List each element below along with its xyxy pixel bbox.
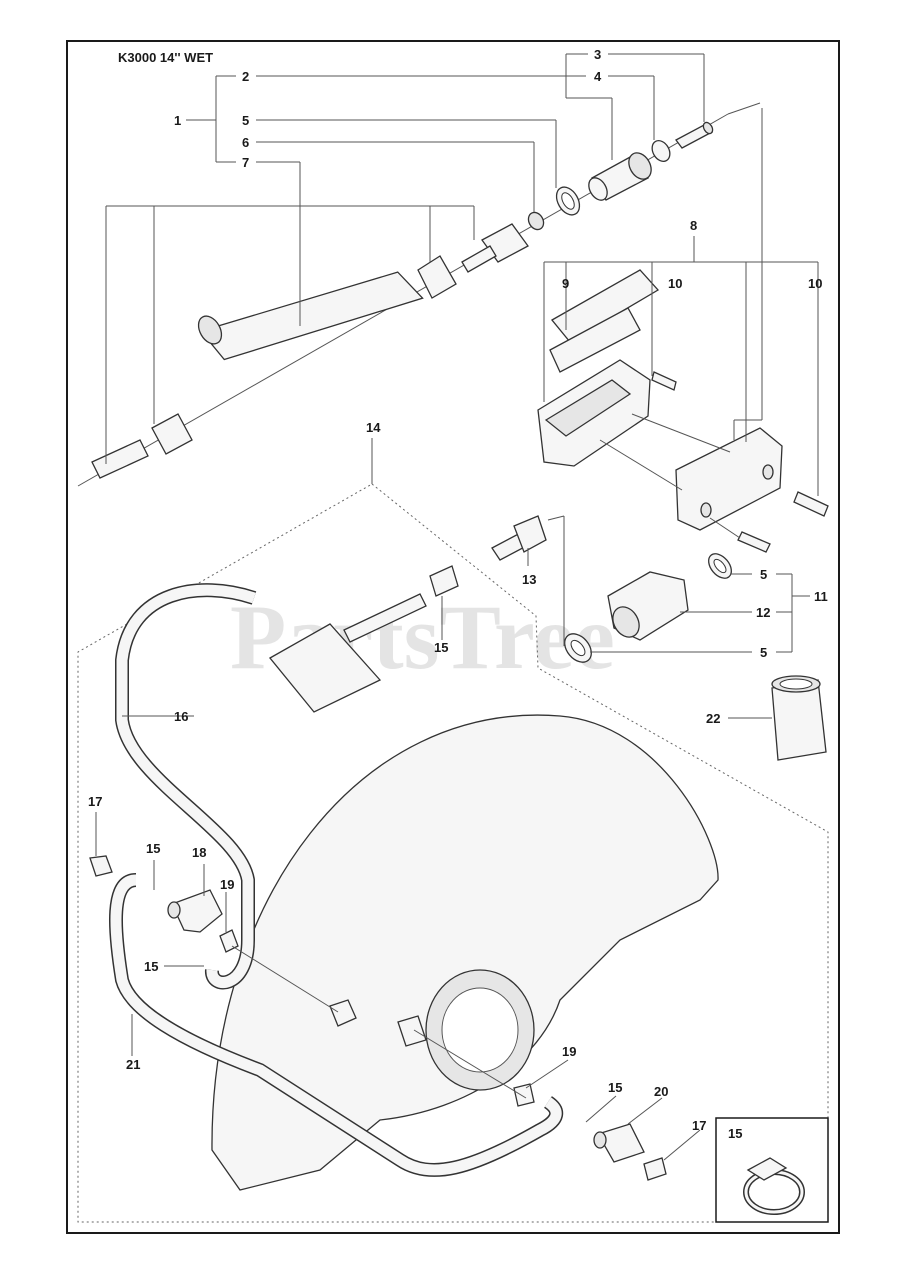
part-12-valve xyxy=(607,571,689,641)
callout-5: 5 xyxy=(242,113,249,128)
part-19-fitting-left xyxy=(219,929,239,953)
inset-label-15: 15 xyxy=(728,1126,742,1141)
callout-1: 1 xyxy=(174,113,181,128)
callout-5-c: 5 xyxy=(760,645,767,660)
callout-17-a: 17 xyxy=(88,794,102,809)
callout-13: 13 xyxy=(522,572,536,587)
callout-10-a: 10 xyxy=(668,276,682,291)
callout-19-a: 19 xyxy=(220,877,234,892)
callout-14: 14 xyxy=(366,420,381,435)
callout-10-b: 10 xyxy=(808,276,822,291)
part-15-clamp-top xyxy=(429,565,459,597)
callout-21: 21 xyxy=(126,1057,140,1072)
part-19-fitting-right xyxy=(513,1083,535,1107)
callout-15-d: 15 xyxy=(608,1080,622,1095)
part-13-nipple xyxy=(491,515,547,561)
nut-center xyxy=(397,1015,427,1047)
callout-17-b: 17 xyxy=(692,1118,706,1133)
part-17-screw-right xyxy=(643,1157,667,1181)
leader-lines-kit xyxy=(95,715,701,1161)
callout-16: 16 xyxy=(174,709,188,724)
hose-fitting-upper xyxy=(461,223,529,273)
callout-15-c: 15 xyxy=(144,959,158,974)
callout-12: 12 xyxy=(756,605,770,620)
callout-6: 6 xyxy=(242,135,249,150)
callout-18: 18 xyxy=(192,845,206,860)
section-line-tip xyxy=(727,102,761,115)
part-10-screw-a xyxy=(651,371,677,391)
leader-lines-upper xyxy=(105,53,705,464)
callout-8: 8 xyxy=(690,218,697,233)
part-20-elbow xyxy=(593,1123,645,1163)
nut-left xyxy=(329,999,357,1027)
part-18-tee xyxy=(167,889,223,933)
part-10-screw-b xyxy=(793,491,829,517)
callout-15-a: 15 xyxy=(434,640,448,655)
callout-5-b: 5 xyxy=(760,567,767,582)
callout-9: 9 xyxy=(562,276,569,291)
part-22-connector xyxy=(728,675,827,761)
callout-20: 20 xyxy=(654,1084,668,1099)
diagram-frame xyxy=(66,40,840,1234)
hose-sleeve-upper xyxy=(417,255,457,299)
callout-3: 3 xyxy=(594,47,601,62)
callout-2: 2 xyxy=(242,69,249,84)
part-8-cover xyxy=(675,427,783,531)
part-8-housing xyxy=(537,359,651,467)
part-7-hose xyxy=(197,271,424,361)
part-2-coupling xyxy=(588,152,652,201)
bracket-plate xyxy=(269,593,427,713)
part-4-oring xyxy=(651,140,671,162)
blade-guard xyxy=(211,714,719,1191)
callout-labels: 2 1 5 6 7 3 4 8 9 10 10 14 13 5 11 12 5 … xyxy=(88,47,828,1141)
callout-4: 4 xyxy=(594,69,602,84)
part-9-clip xyxy=(549,269,660,373)
leader-lines-bracket xyxy=(543,108,819,539)
part-10-screw-c xyxy=(737,531,771,553)
part-3-pin xyxy=(675,121,714,149)
hose-sleeve-lower xyxy=(151,413,193,455)
inset-clamp-15 xyxy=(743,1157,805,1215)
callout-15-b: 15 xyxy=(146,841,160,856)
kit-14-boundary xyxy=(77,483,829,1223)
part-17-screw-left xyxy=(89,855,113,877)
callout-11: 11 xyxy=(814,589,828,604)
part-6-nut xyxy=(527,211,545,231)
leader-lines-valve xyxy=(527,515,810,653)
hose-fitting-lower xyxy=(91,439,149,479)
callout-22: 22 xyxy=(706,711,720,726)
callout-19-b: 19 xyxy=(562,1044,576,1059)
diagram-title: K3000 14'' WET xyxy=(118,50,214,65)
callout-7: 7 xyxy=(242,155,249,170)
